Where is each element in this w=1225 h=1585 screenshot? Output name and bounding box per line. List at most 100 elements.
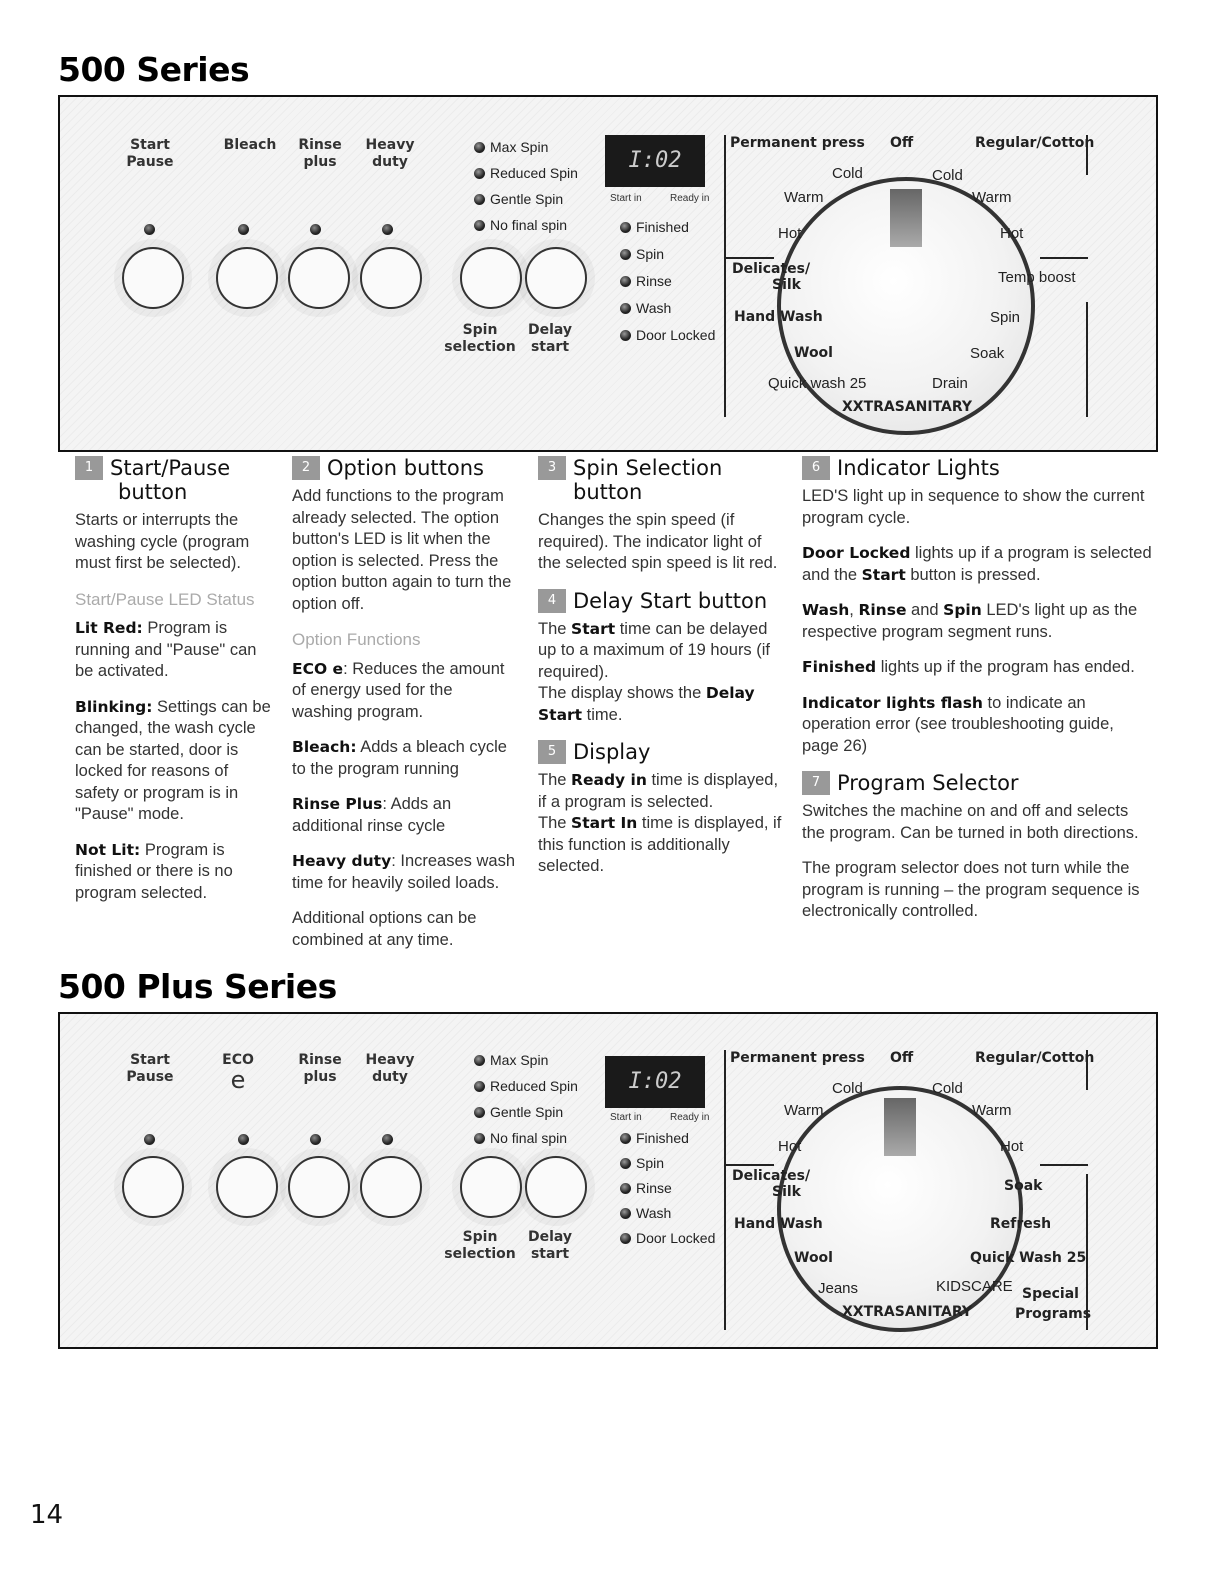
series-500-title: 500 Series bbox=[58, 50, 250, 89]
eco-button[interactable] bbox=[216, 1156, 278, 1218]
callout-badge-6: 6 bbox=[802, 456, 830, 480]
start-pause-led bbox=[144, 224, 155, 235]
rinse-plus-text: Rinse Plus: Adds an additional rinse cyc… bbox=[292, 795, 452, 835]
heavy-duty-text: Heavy duty: Increases wash time for heav… bbox=[292, 852, 516, 892]
dial-warm-left: Warm bbox=[784, 1102, 824, 1119]
dial-cold-left: Cold bbox=[832, 1080, 863, 1097]
dial-temp-boost: Temp boost bbox=[998, 269, 1076, 286]
program-selector-dial[interactable] bbox=[777, 177, 1035, 435]
led-icon bbox=[620, 1182, 631, 1194]
led-icon bbox=[474, 167, 485, 179]
indicator-door-locked: Door Locked bbox=[620, 327, 715, 343]
dial-cold-left: Cold bbox=[832, 165, 863, 182]
dial-pointer-icon bbox=[884, 1098, 916, 1156]
dial-xxtrasanitary: XXTRASANITARY bbox=[842, 399, 973, 415]
rinse-plus-button[interactable] bbox=[288, 247, 350, 309]
rinse-plus-button[interactable] bbox=[288, 1156, 350, 1218]
start-in-label: Start in bbox=[610, 1112, 642, 1123]
indicator-spin: Spin bbox=[620, 246, 664, 262]
dial-pointer-icon bbox=[890, 189, 922, 247]
door-locked-text: Door Locked lights up if a program is se… bbox=[802, 544, 1152, 584]
dial-special: Special bbox=[1022, 1286, 1079, 1302]
heavy-duty-button[interactable] bbox=[360, 247, 422, 309]
heavy-duty-button[interactable] bbox=[360, 1156, 422, 1218]
indicator-lights-intro: LED'S light up in sequence to show the c… bbox=[802, 487, 1145, 527]
led-icon bbox=[474, 1132, 485, 1144]
option-buttons-outro: Additional options can be combined at an… bbox=[292, 909, 477, 949]
option-functions-heading: Option Functions bbox=[292, 630, 421, 649]
dial-jeans: Jeans bbox=[818, 1280, 859, 1297]
indicator-rinse: Rinse bbox=[620, 273, 672, 289]
time-display: I:02 bbox=[605, 135, 705, 187]
start-pause-button[interactable] bbox=[122, 247, 184, 309]
dial-quick-wash-25: Quick Wash 25 bbox=[970, 1250, 1087, 1266]
dial-bracket-mid-right bbox=[1040, 1164, 1088, 1166]
option-buttons-intro: Add functions to the program already sel… bbox=[292, 487, 512, 613]
dial-hand-wash: Hand Wash bbox=[734, 309, 823, 325]
start-pause-intro: Starts or interrupts the washing cycle (… bbox=[75, 511, 250, 572]
led-icon bbox=[620, 1132, 631, 1144]
dial-hot-right: Hot bbox=[1000, 225, 1024, 242]
dial-silk: Silk bbox=[772, 277, 801, 293]
dial-bracket-right-top bbox=[1086, 1050, 1088, 1090]
spin-selection-text: Changes the spin speed (if required). Th… bbox=[538, 511, 778, 572]
indicator-finished: Finished bbox=[620, 1130, 689, 1146]
heavy-duty-led bbox=[382, 1134, 393, 1145]
dial-hand-wash: Hand Wash bbox=[734, 1216, 823, 1232]
led-icon bbox=[474, 141, 485, 153]
spin-option-gentle: Gentle Spin bbox=[474, 1104, 563, 1120]
spin-option-max: Max Spin bbox=[474, 1052, 548, 1068]
led-icon bbox=[620, 1207, 631, 1219]
dial-warm-right: Warm bbox=[972, 189, 1012, 206]
dial-bracket-mid-left bbox=[724, 257, 774, 259]
dial-silk: Silk bbox=[772, 1184, 801, 1200]
indicator-wash: Wash bbox=[620, 1205, 671, 1221]
indicator-wash: Wash bbox=[620, 300, 671, 316]
dial-off: Off bbox=[890, 1050, 914, 1066]
lit-red-text: Lit Red: Program is running and "Pause" … bbox=[75, 619, 257, 680]
dial-spin: Spin bbox=[990, 309, 1021, 326]
spin-option-reduced: Reduced Spin bbox=[474, 1078, 578, 1094]
dial-hot-left: Hot bbox=[778, 225, 802, 242]
led-icon bbox=[474, 1106, 485, 1118]
callout-badge-3: 3 bbox=[538, 456, 566, 480]
eco-led bbox=[238, 1134, 249, 1145]
led-icon bbox=[620, 275, 631, 287]
spin-selection-button[interactable] bbox=[460, 1156, 522, 1218]
spin-selection-button[interactable] bbox=[460, 247, 522, 309]
bleach-button[interactable] bbox=[216, 247, 278, 309]
finished-text: Finished lights up if the program has en… bbox=[802, 658, 1135, 676]
dial-soak: Soak bbox=[970, 345, 1005, 362]
flash-text: Indicator lights flash to indicate an op… bbox=[802, 693, 1114, 755]
callout-badge-1: 1 bbox=[75, 456, 103, 480]
delay-start-button[interactable] bbox=[525, 247, 587, 309]
spin-option-none: No final spin bbox=[474, 1130, 567, 1146]
delay-start-button[interactable] bbox=[525, 1156, 587, 1218]
start-pause-button[interactable] bbox=[122, 1156, 184, 1218]
page-number: 14 bbox=[30, 1500, 64, 1530]
eco-text: ECO e: Reduces the amount of energy used… bbox=[292, 659, 505, 721]
dial-quick-wash: Quick wash 25 bbox=[768, 375, 867, 392]
start-pause-led bbox=[144, 1134, 155, 1145]
time-display: I:02 bbox=[605, 1056, 705, 1108]
spin-option-none: No final spin bbox=[474, 217, 567, 233]
program-selector-dial[interactable] bbox=[777, 1086, 1023, 1332]
dial-off: Off bbox=[890, 135, 914, 151]
dial-wool: Wool bbox=[794, 345, 833, 361]
